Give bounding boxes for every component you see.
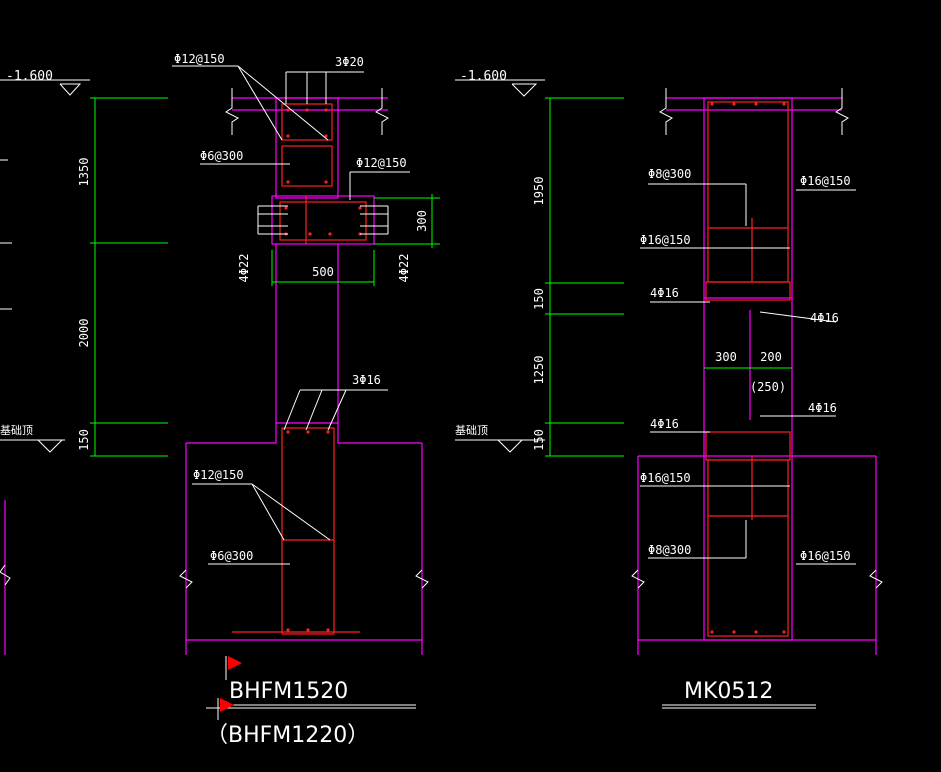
label-top-lintel-right: 4Φ16	[810, 311, 839, 325]
ground-label-right: 基础顶	[455, 424, 488, 437]
flag-icon	[220, 698, 234, 712]
label-top-right-bars: Φ16@150	[800, 174, 851, 188]
title-flag-1[interactable]	[225, 656, 242, 680]
dim-300: 300	[715, 350, 737, 364]
dim-1950: 1950	[532, 177, 546, 206]
dim-1250: 1250	[532, 356, 546, 385]
label-bottom-main: 3Φ16	[352, 373, 381, 387]
dim-250: (250)	[750, 380, 786, 394]
elevation-label-right: -1.600	[460, 69, 507, 84]
label-bottom-stirrup: Φ12@150	[193, 468, 244, 482]
dim-2000: 2000	[77, 319, 91, 348]
left-edge-fragment: -1.600 基础顶	[0, 69, 90, 655]
detail-mk0512: 1950 150 1250 150 基础顶	[455, 79, 883, 709]
label-bottom-tie: Φ6@300	[210, 549, 253, 563]
label-top-tie-mk: Φ8@300	[648, 167, 691, 181]
label-bottom-bars: Φ16@150	[640, 471, 691, 485]
title-mk0512: MK0512	[684, 679, 773, 704]
dim-150: 150	[77, 429, 91, 451]
subtitle-bhfm1220: （BHFM1220）	[206, 723, 369, 748]
dim-opening-width: 500	[312, 265, 334, 279]
title-bhfm1520: BHFM1520	[229, 679, 348, 704]
dim-opening-height: 300	[415, 210, 429, 232]
dim-200: 200	[760, 350, 782, 364]
label-top-lintel-left: 4Φ16	[650, 286, 679, 300]
title-flag-2[interactable]	[217, 698, 234, 720]
label-bottom-tie-mk: Φ8@300	[648, 543, 691, 557]
label-bot-lintel-right: 4Φ16	[808, 401, 837, 415]
label-top-stirrup: Φ12@150	[174, 52, 225, 66]
ground-label-left-edge: 基础顶	[0, 424, 33, 437]
elevation-label-left-edge: -1.600	[6, 69, 53, 84]
dim-150-upper: 150	[532, 288, 546, 310]
label-top-main: 3Φ20	[335, 55, 364, 69]
label-left-side-bars: 4Φ22	[237, 254, 251, 283]
label-top-tie: Φ6@300	[200, 149, 243, 163]
label-bot-lintel-left: 4Φ16	[650, 417, 679, 431]
label-side-stirrup: Φ12@150	[356, 156, 407, 170]
label-bottom-right-bars: Φ16@150	[800, 549, 851, 563]
detail-bhfm1520: 1350 2000 150 -1.600	[77, 52, 507, 748]
flag-icon	[228, 656, 242, 670]
label-right-side-bars: 4Φ22	[397, 254, 411, 283]
dim-1350: 1350	[77, 158, 91, 187]
label-top-mid-bars: Φ16@150	[640, 233, 691, 247]
